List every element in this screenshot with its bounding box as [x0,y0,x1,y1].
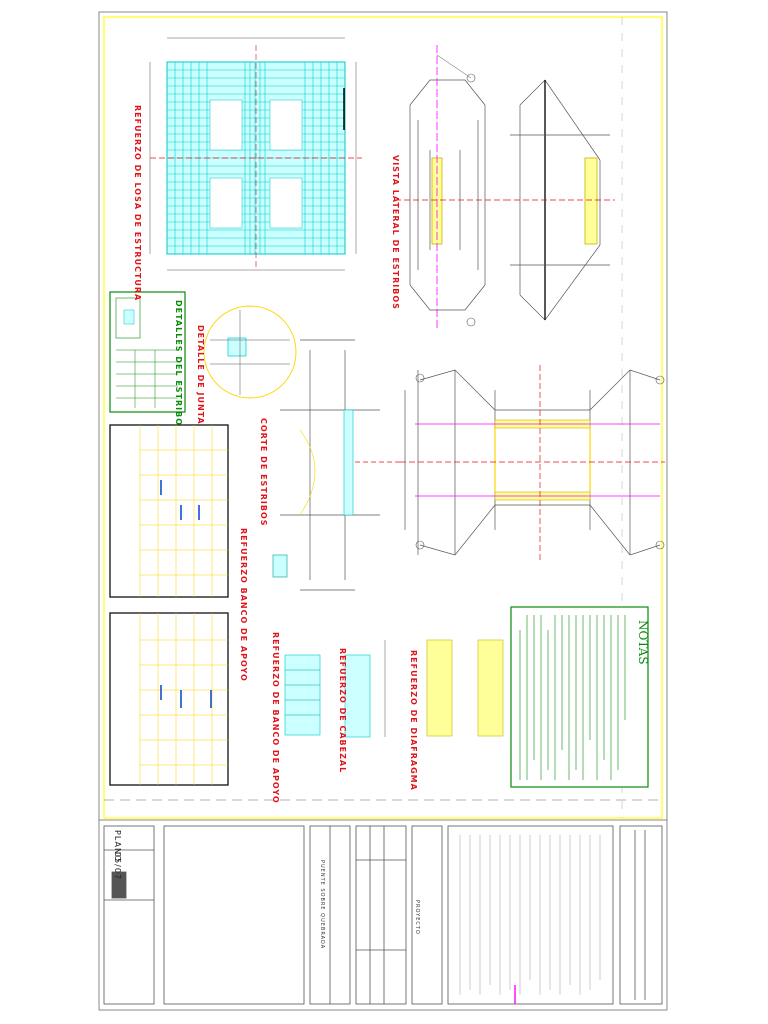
abutment-details-box [109,291,186,413]
label-refuerzo-diafragma: REFUERZO DE DIAFRAGMA [409,650,418,791]
notes-title: NOTAS [636,620,650,665]
rebar-schedule-table-1 [109,424,229,598]
notes-box [510,606,649,788]
label-detalle-junta: DETALLE DE JUNTA [196,325,205,425]
label-detalles-estribo: DETALLES DEL ESTRIBO [174,300,183,427]
notes-lines [519,615,626,780]
abutment-lateral-views [395,45,615,330]
bridge-plan-view [400,365,665,560]
label-refuerzo-banco: REFUERZO BANCO DE APOYO [239,528,248,682]
outer-border [98,11,668,1011]
title-block-text-lines [459,835,601,995]
rebar-schedule-table-2 [109,612,229,786]
yellow-frame [103,16,663,819]
label-corte-estribos: CORTE DE ESTRIBOS [259,418,268,527]
slab-reinforcement-plan [149,37,362,271]
label-refuerzo-banco-apoyo: REFUERZO DE BANCO DE APOYO [271,632,280,804]
joint-detail [203,305,297,399]
label-refuerzo-losa: REFUERZO DE LOSA DE ESTRUCTURA [133,105,142,302]
label-vista-estribos: VISTA LATERAL DE ESTRIBOS [391,155,400,310]
title-block-sheet-number: 05/07 [113,852,122,881]
title-block [103,825,663,1005]
beam-details-row [272,554,504,738]
title-block-description: PUENTE SOBRE QUEBRADA [319,860,325,950]
label-refuerzo-cabezal: REFUERZO DE CABEZAL [338,648,347,774]
abutment-section [280,339,400,591]
title-block-project: PROYECTO [414,900,420,935]
